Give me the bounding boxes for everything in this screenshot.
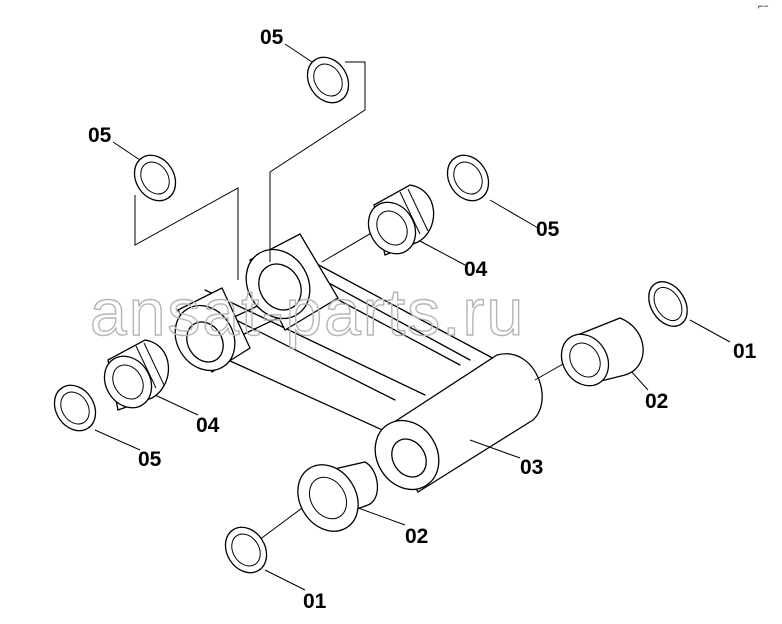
callout-05-left-top: 05 [88,124,112,147]
callout-02-front: 02 [405,525,428,548]
callout-01-lower-right: 01 [733,340,757,363]
ring-05-left-top [133,154,177,202]
callout-04-left-lower: 04 [196,414,220,437]
watermark: ansat-parts.ru [90,275,525,349]
ring-05-left-lower [53,384,97,432]
corner-mark: ⌐− [758,1,769,11]
ring-05-top [306,56,350,104]
callout-01-front: 01 [303,590,327,613]
callout-03-cylinder: 03 [520,456,543,479]
callout-05-left-lower: 05 [138,448,162,471]
bushing-04-right-upper [367,184,435,256]
ring-01-front [224,526,268,574]
front-cylinder [374,353,543,493]
rear-left-boss [174,287,251,373]
link-frame [204,254,501,439]
callout-05-right-upper: 05 [536,218,560,241]
rear-right-boss [245,233,339,331]
flange-02-lower-right [560,317,644,387]
bushing-04-left-lower [103,339,170,411]
callout-04-right-upper: 04 [464,258,488,281]
flange-02-front [297,461,379,532]
callout-05-top: 05 [260,26,284,49]
callout-02-lower-right: 02 [645,390,668,413]
ring-05-right-upper [446,154,490,202]
ring-01-lower-right [648,281,688,327]
